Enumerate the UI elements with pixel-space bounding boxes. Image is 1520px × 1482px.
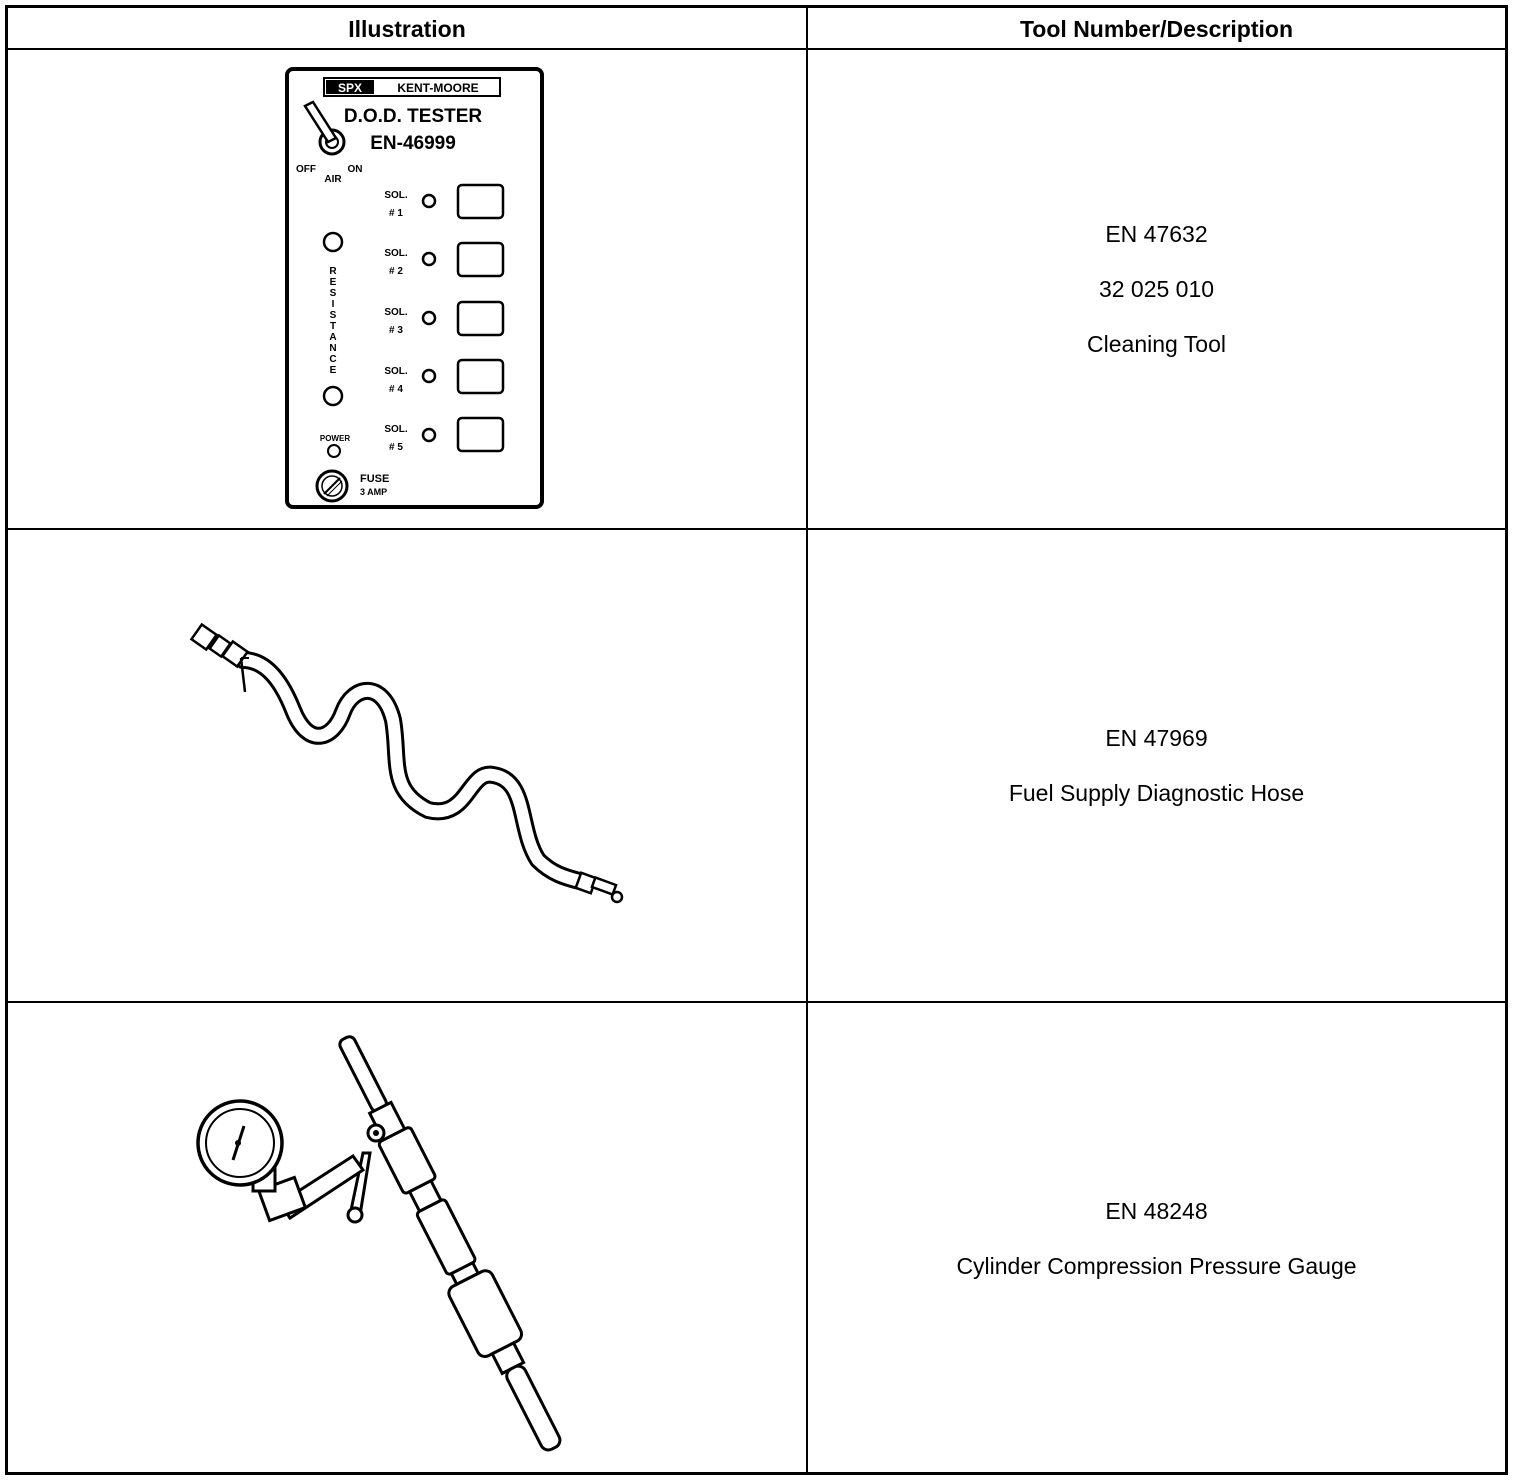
tool-name: Cleaning Tool — [1087, 330, 1226, 357]
pressure-gauge-dial — [196, 1099, 284, 1187]
solenoid-1-button[interactable] — [456, 183, 505, 220]
table-row: SPX KENT-MOORE D.O.D. TESTER EN-46999 OF… — [8, 50, 1505, 530]
resistance-label: R E S I S T A N C E — [329, 266, 337, 376]
tester-panel — [285, 67, 544, 509]
fuse-amp-label: 3 AMP — [360, 487, 387, 497]
solenoid-1: SOL. # 1 — [384, 183, 505, 220]
column-divider — [806, 8, 808, 1472]
svg-text:SOL.: SOL. — [384, 424, 408, 435]
switch-on-label: ON — [348, 164, 363, 175]
svg-text:# 3: # 3 — [389, 325, 403, 336]
solenoid-3: SOL. # 3 — [384, 300, 505, 337]
svg-text:S: S — [330, 310, 337, 321]
solenoid-5-button[interactable] — [456, 416, 505, 453]
hose-end-fitting-left — [189, 622, 250, 693]
valve-pivot-dot — [373, 1130, 379, 1136]
tool-number: EN 47632 — [1105, 220, 1208, 247]
tester-model: EN-46999 — [370, 133, 456, 154]
tool-number: EN 48248 — [1105, 1198, 1208, 1224]
solenoid-2: SOL. # 2 — [384, 241, 505, 278]
svg-text:SOL.: SOL. — [384, 248, 408, 259]
tool-description: EN 48248 Cylinder Compression Pressure G… — [808, 1003, 1505, 1475]
compression-gauge-illustration — [8, 1003, 806, 1475]
tool-alt-number: 32 025 010 — [1098, 275, 1215, 302]
switch-air-label: AIR — [324, 174, 342, 185]
brand-spx: SPX — [338, 81, 362, 95]
brand-kent-moore: KENT-MOORE — [397, 81, 478, 95]
svg-text:SOL.: SOL. — [384, 307, 408, 318]
table-row: EN 47969 Fuel Supply Diagnostic Hose — [8, 530, 1505, 1003]
power-label: POWER — [320, 434, 350, 443]
dod-tester-illustration: SPX KENT-MOORE D.O.D. TESTER EN-46999 OF… — [8, 50, 806, 528]
air-toggle-switch[interactable] — [303, 100, 346, 156]
svg-text:S: S — [330, 288, 337, 299]
svg-text:N: N — [329, 343, 336, 354]
fuse-holder — [315, 469, 349, 503]
solenoid-4: SOL. # 4 — [384, 358, 505, 395]
hose-end-fitting-right — [574, 871, 624, 904]
tool-number: EN 47969 — [1105, 724, 1208, 751]
svg-text:SOL.: SOL. — [384, 366, 408, 377]
power-led — [327, 444, 341, 458]
hose-body — [237, 654, 589, 888]
gauge-hose-assembly — [338, 1035, 562, 1452]
svg-text:R: R — [329, 266, 337, 277]
header-illustration: Illustration — [348, 16, 466, 42]
resistance-jack-bottom — [322, 385, 344, 407]
tool-description: EN 47969 Fuel Supply Diagnostic Hose — [808, 530, 1505, 1001]
solenoid-2-button[interactable] — [456, 241, 505, 278]
solenoid-4-button[interactable] — [456, 358, 505, 395]
table-header: Illustration Tool Number/Description — [8, 8, 1505, 50]
svg-text:I: I — [332, 299, 335, 310]
svg-text:E: E — [330, 365, 337, 376]
fuse-label: FUSE — [360, 473, 389, 485]
svg-text:SOL.: SOL. — [384, 190, 408, 201]
header-tool-number: Tool Number/Description — [1019, 16, 1294, 42]
tool-name: Cylinder Compression Pressure Gauge — [956, 1253, 1357, 1279]
solenoid-3-button[interactable] — [456, 300, 505, 337]
fuel-hose-illustration — [8, 530, 806, 1001]
resistance-jack-top — [322, 231, 344, 253]
switch-off-label: OFF — [296, 164, 316, 175]
svg-text:# 1: # 1 — [389, 208, 403, 219]
svg-text:# 5: # 5 — [389, 442, 403, 453]
table-row: EN 48248 Cylinder Compression Pressure G… — [8, 1003, 1505, 1475]
tester-title: D.O.D. TESTER — [344, 106, 483, 127]
solenoid-5: SOL. # 5 — [384, 416, 505, 453]
svg-text:# 4: # 4 — [389, 384, 403, 395]
spx-badge — [326, 80, 374, 94]
lever-knob — [346, 1206, 364, 1224]
svg-text:C: C — [329, 354, 336, 365]
svg-text:# 2: # 2 — [389, 266, 403, 277]
svg-text:A: A — [329, 332, 336, 343]
tool-description: EN 47632 32 025 010 Cleaning Tool — [808, 50, 1505, 528]
svg-text:E: E — [330, 277, 337, 288]
tool-table: Illustration Tool Number/Description SPX… — [5, 5, 1508, 1475]
tool-name: Fuel Supply Diagnostic Hose — [1008, 779, 1305, 806]
svg-text:T: T — [330, 321, 336, 332]
